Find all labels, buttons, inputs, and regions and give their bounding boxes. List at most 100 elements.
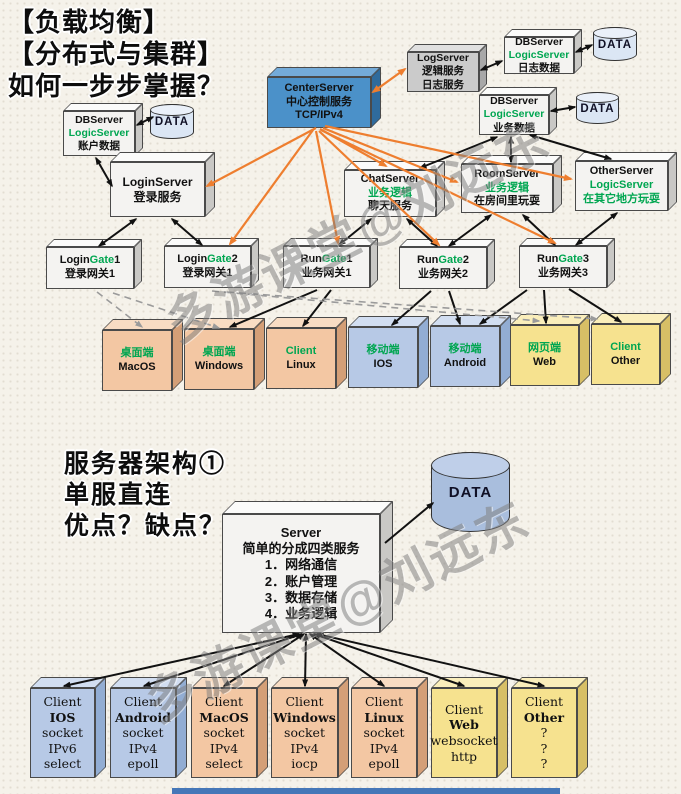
label-segment: 1: [114, 254, 121, 267]
box-label-line: IPv4: [290, 741, 318, 757]
label-segment: Web: [449, 717, 479, 733]
box-label-line: Linux: [286, 359, 315, 373]
label-segment: 3: [582, 253, 589, 266]
box-top-face: [430, 315, 511, 326]
node-c-web: 网页端 Web: [510, 314, 590, 386]
label-segment: 网页端: [528, 341, 561, 354]
label-segment: 登录网关1: [182, 267, 233, 279]
label-segment: Gate: [89, 254, 115, 267]
cylinder-lid: [576, 92, 619, 103]
label-segment: Login: [177, 253, 208, 266]
label-segment: 桌面端: [202, 345, 236, 358]
box-label-line: LogicServer: [484, 108, 545, 121]
box-side-face: [336, 317, 347, 389]
label-segment: select: [43, 756, 82, 772]
label-segment: LogicServer: [483, 108, 545, 121]
box-top-face: [30, 677, 106, 688]
bottom-bar: [172, 788, 560, 794]
box-label-line: Other: [524, 710, 564, 726]
box-top-face: [348, 316, 429, 327]
label-segment: 登录服务: [133, 189, 182, 204]
box-side-face: [607, 238, 615, 288]
box-label-line: LogServer: [417, 52, 469, 65]
box-label-line: Web: [533, 356, 556, 370]
cylinder-lid: [431, 452, 510, 480]
box-label-line: RunGate1: [301, 253, 353, 267]
box-label-line: Windows: [195, 360, 243, 374]
label-segment: socket: [284, 725, 325, 741]
label-segment: Windows: [194, 359, 244, 372]
box-front-face: 网页端 Web: [510, 325, 579, 386]
box-side-face: [95, 677, 106, 778]
box-label-line: 简单的分成四类服务: [242, 541, 359, 557]
box-label-line: 移动端: [367, 344, 400, 358]
label-segment: 日志数据: [518, 62, 560, 75]
box-label-line: Client: [285, 694, 323, 710]
box-label-line: epoll: [369, 756, 400, 772]
box-label-line: Client: [205, 694, 243, 710]
box-label-line: socket: [42, 725, 83, 741]
title-line-3: 如何一步步掌握？: [8, 71, 225, 101]
box-label-line: MacOS: [118, 361, 155, 375]
box-label-line: 业务网关2: [418, 268, 468, 282]
label-segment: 业务网关1: [301, 267, 352, 279]
box-side-face: [257, 677, 268, 778]
box-side-face: [371, 67, 381, 128]
label-segment: OtherServer: [589, 165, 654, 178]
box-side-face: [338, 677, 349, 778]
label-segment: 逻辑服务: [422, 65, 464, 78]
box-label-line: http: [451, 749, 477, 765]
label-segment: IOS: [373, 357, 393, 370]
cylinder-lid: [150, 104, 194, 116]
label-segment: 业务网关2: [417, 268, 469, 280]
label-segment: 1: [346, 253, 353, 266]
section2-line-3: 优点？缺点？: [64, 512, 227, 540]
box-label-line: 4．业务逻辑: [265, 606, 337, 622]
box-label-line: 2．账户管理: [265, 574, 337, 590]
box-top-face: [511, 677, 588, 688]
box-top-face: [479, 87, 557, 95]
label-segment: LogicServer: [68, 126, 130, 139]
label-segment: Run: [300, 253, 322, 266]
box-label-line: 1．网络通信: [265, 557, 337, 573]
label-segment: Client: [285, 344, 317, 357]
box-label-line: OtherServer: [590, 165, 654, 179]
box-side-face: [417, 677, 428, 778]
box-label-line: IOS: [50, 710, 76, 726]
box-top-face: [591, 313, 671, 324]
database-cylinder-data-biz: DATA: [576, 92, 619, 124]
label-segment: Login: [59, 254, 90, 267]
box-side-face: [577, 677, 588, 778]
label-segment: DBServer: [515, 35, 563, 48]
box-top-face: [351, 677, 428, 688]
label-segment: LogicServer: [508, 48, 570, 61]
box-label-line: 登录网关1: [182, 267, 232, 281]
label-segment: 简单的分成四类服务: [242, 541, 360, 556]
label-segment: socket: [122, 725, 164, 741]
box-label-line: Client: [124, 694, 162, 710]
box-label-line: Client: [610, 341, 641, 355]
label-segment: Client: [444, 701, 484, 717]
